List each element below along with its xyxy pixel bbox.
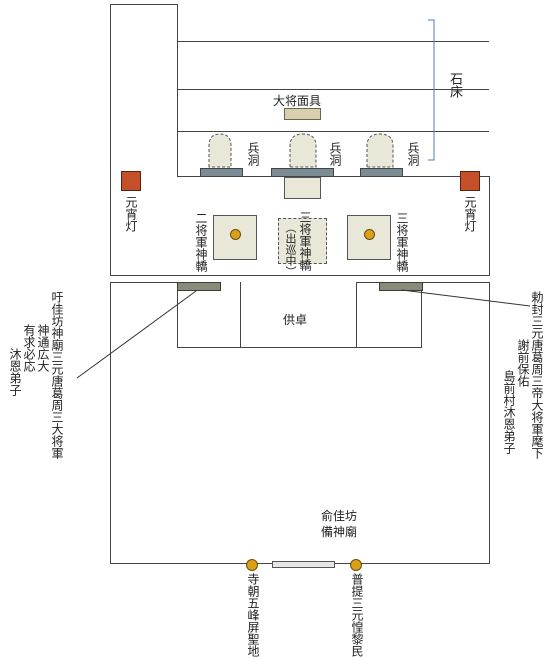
lantern-right-label: 元宵灯 [463, 196, 477, 232]
gate-couplet-right: 普提三元惶黎民 [350, 573, 364, 657]
offering-table-label: 供卓 [283, 313, 308, 327]
plaque-right [379, 282, 423, 291]
stone-bed-shelf-2 [177, 89, 489, 90]
offering-table-divider-right [356, 282, 357, 348]
gate-couplet-left: 寺朝五峰屏聖地 [246, 573, 260, 657]
sedan-second-seal [230, 229, 241, 240]
temple-name-line-1: 俞佳坊 [321, 509, 358, 523]
stone-bed-shelf-1 [177, 41, 489, 42]
lantern-left [121, 171, 141, 191]
plaque-left-line-3: 有求必応 [22, 324, 36, 372]
gate-threshold [272, 561, 335, 568]
sedan-third-label: 三将軍神轎 [395, 212, 409, 272]
stone-bed-label: 石床 [447, 72, 462, 98]
sedan-center-label: 三将軍神轎 [298, 211, 312, 271]
plaque-left [177, 282, 221, 291]
offering-table-divider-left [240, 282, 241, 348]
offering-table [177, 282, 357, 348]
sedan-center-note: （出巡中） [284, 222, 297, 277]
soldier-cave-right-label: 兵洞 [406, 142, 420, 166]
sedan-third-seal [364, 229, 375, 240]
soldier-cave-center-label: 兵洞 [328, 142, 342, 166]
general-mask-label: 大将面具 [273, 94, 322, 108]
plaque-left-line-2: 神通広大 [36, 324, 50, 372]
general-mask [284, 108, 321, 120]
stone-bed-shelf-3 [177, 131, 489, 132]
lantern-left-label: 元宵灯 [124, 196, 138, 232]
plaque-right-line-2: 謝前保佑 [516, 339, 530, 387]
lantern-right [460, 171, 480, 191]
gate-pillar-left [246, 559, 258, 571]
soldier-cave-left-label: 兵洞 [246, 142, 260, 166]
sedan-second-label: 二将軍神轎 [194, 212, 208, 272]
plaque-right-line-3: 島前村沐恩弟子 [502, 370, 516, 454]
sedan-center [278, 218, 327, 264]
plaque-right-line-1: 勅封三元唐葛周三帝大将軍麾下 [530, 291, 544, 459]
soldier-cave-base-center [271, 168, 334, 177]
center-altar-step [284, 177, 321, 199]
plaque-left-line-1: 吁佳坊神廟三元唐葛周三大将軍 [50, 291, 64, 459]
soldier-cave-base-left [200, 168, 243, 177]
temple-name-line-2: 備神廟 [321, 525, 358, 539]
plaque-left-line-4: 沐恩弟子 [8, 348, 22, 396]
gate-pillar-right [350, 559, 362, 571]
soldier-cave-base-right [360, 168, 403, 177]
offering-table-right-wing [356, 282, 422, 348]
